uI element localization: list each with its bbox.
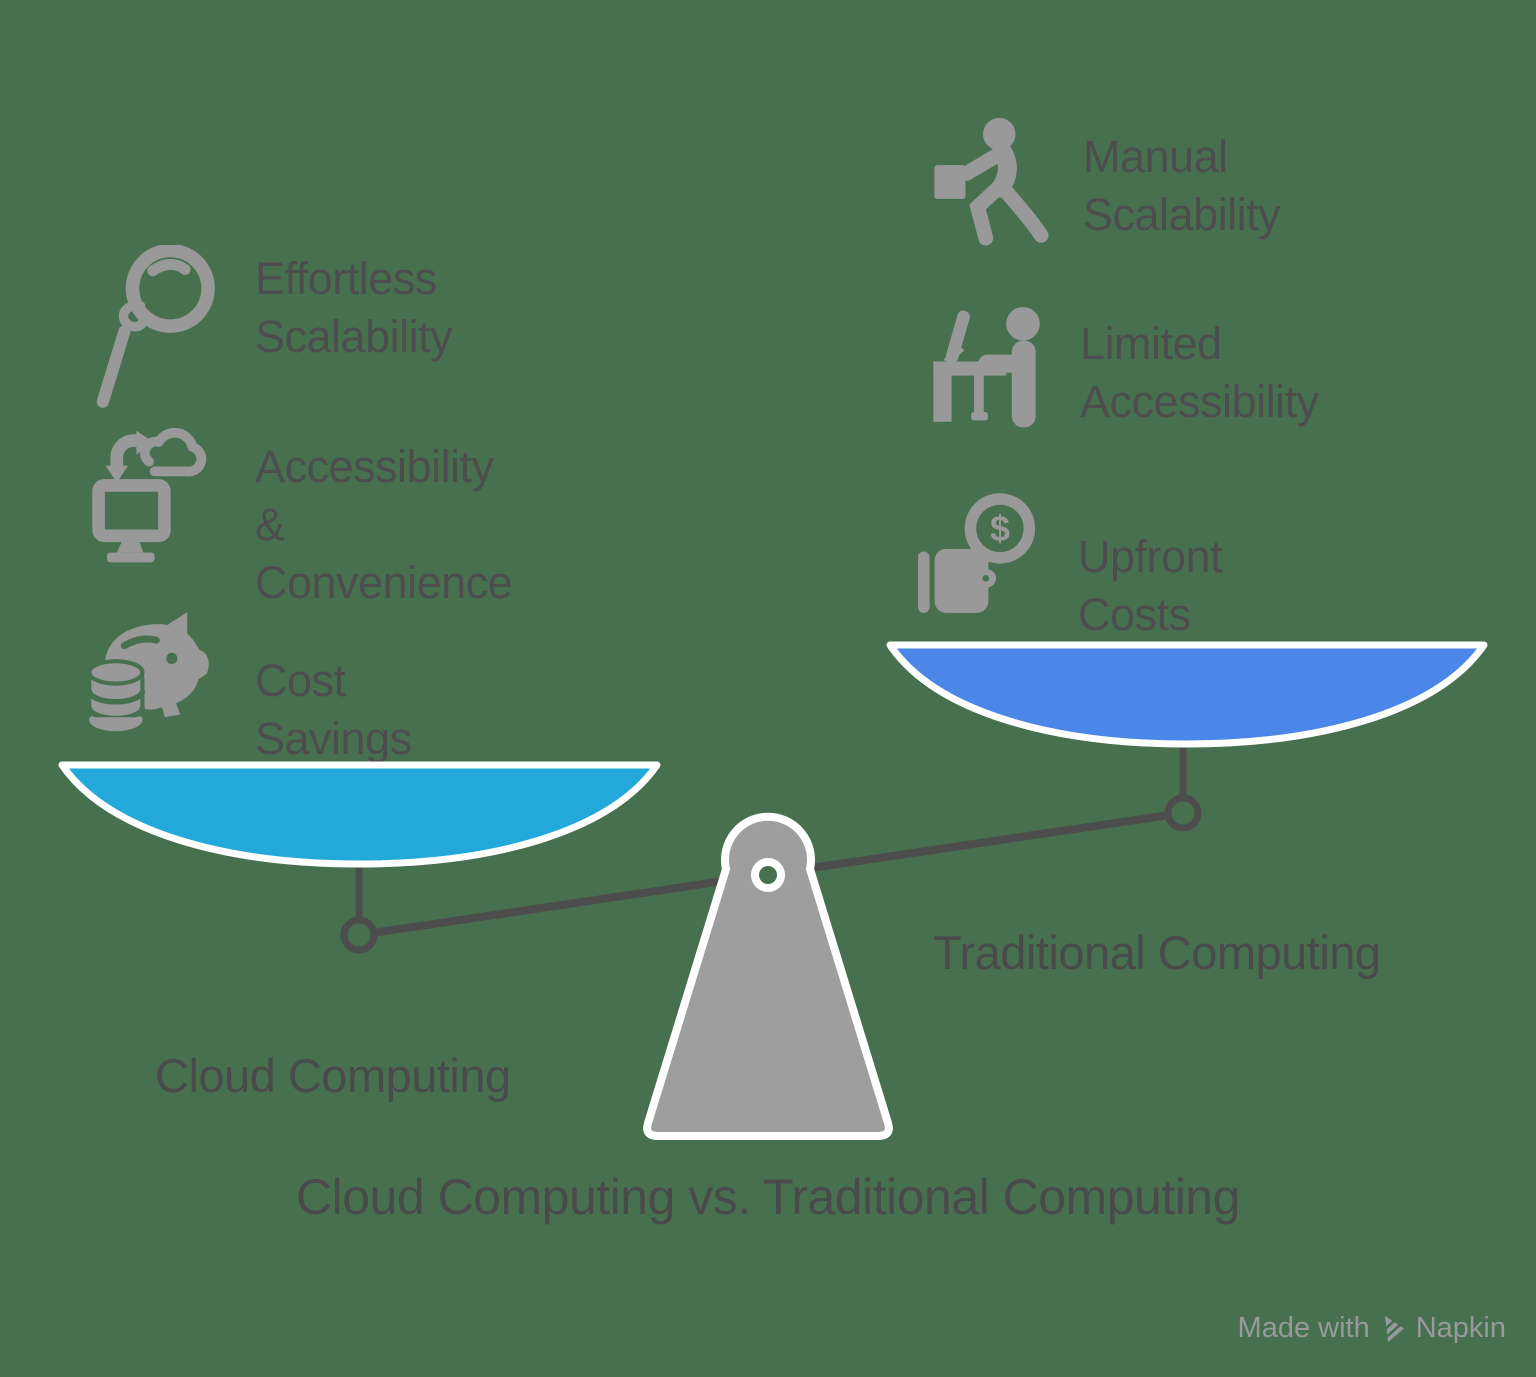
- fulcrum: [643, 812, 893, 1140]
- made-with-napkin: Made with Napkin: [1238, 1312, 1506, 1345]
- left-pan: [58, 761, 661, 868]
- fulcrum-hole: [751, 858, 785, 892]
- person-at-desk-icon: [933, 307, 1040, 428]
- right-item-label: Limited Accessibility: [1080, 318, 1319, 427]
- right-pivot-ring: [1164, 794, 1202, 832]
- balloon-icon: [96, 245, 215, 408]
- cloud-computing-label: Cloud Computing: [155, 1049, 511, 1102]
- svg-text:$: $: [990, 509, 1010, 549]
- left-item-label: Effortless Scalability: [255, 253, 453, 362]
- napkin-logo-icon: [1379, 1315, 1404, 1342]
- diagram-title: Cloud Computing vs. Traditional Computin…: [296, 1169, 1240, 1225]
- traditional-computing-label: Traditional Computing: [933, 926, 1381, 979]
- left-pivot-ring: [340, 916, 378, 954]
- made-with-text: Made with: [1237, 1312, 1370, 1344]
- right-pan: [886, 641, 1488, 748]
- left-item-label: Cost Savings: [255, 655, 412, 764]
- cloud-sync-monitor-icon: [92, 428, 207, 563]
- wallet-dollar-coin-icon: $: [918, 493, 1036, 613]
- right-item-label: Manual Scalability: [1083, 131, 1281, 240]
- left-item-label: Accessibility & Convenience: [255, 441, 513, 608]
- piggy-bank-coins-icon: [86, 612, 209, 732]
- napkin-brand-text: Napkin: [1415, 1312, 1506, 1344]
- person-carrying-box-icon: [934, 117, 1049, 246]
- right-item-label: Upfront Costs: [1078, 531, 1223, 640]
